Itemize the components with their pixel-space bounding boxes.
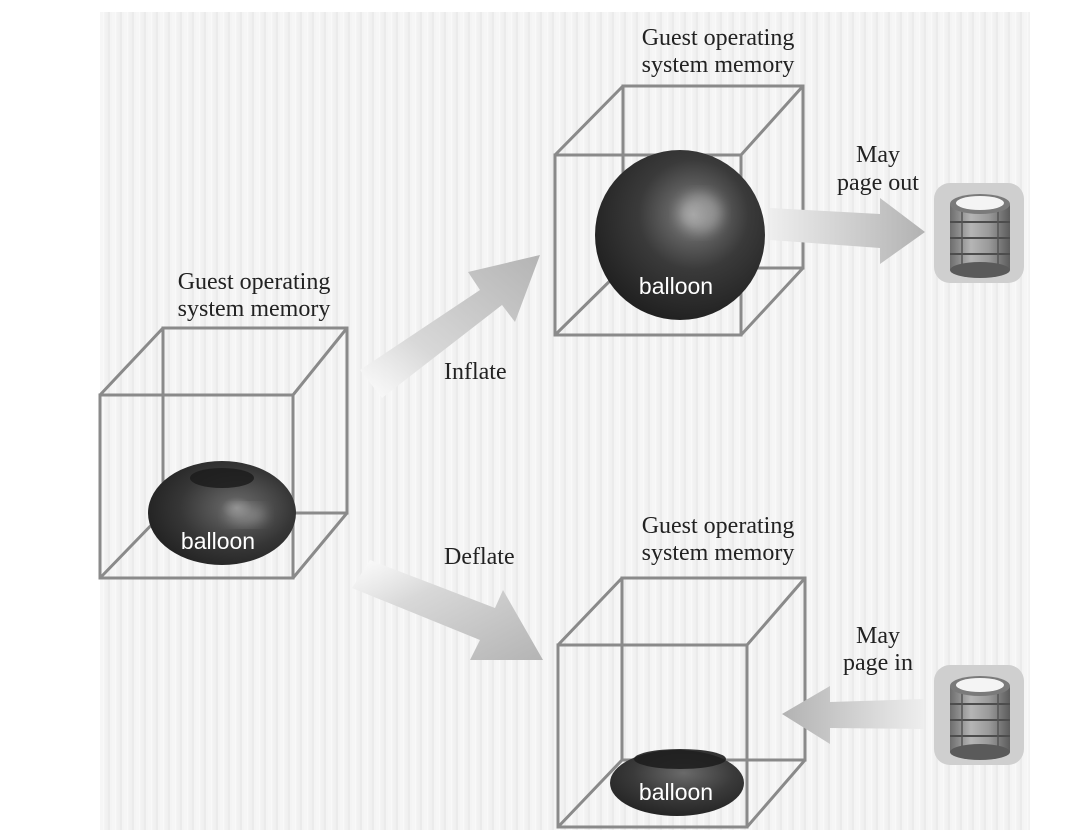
page-out-line2: page out <box>837 170 919 196</box>
disk-storage-icon <box>934 665 1024 765</box>
left-balloon-label: balloon <box>181 528 255 554</box>
deflated-cube-title-line1: Guest operating <box>642 513 795 539</box>
inflated-cube-title-line2: system memory <box>642 52 795 78</box>
left-memory-cube <box>98 326 349 580</box>
deflated-cube-title-line2: system memory <box>642 540 795 566</box>
deflate-label: Deflate <box>444 544 515 570</box>
disk-storage-icon <box>934 183 1024 283</box>
flat-balloon <box>610 749 744 816</box>
left-cube-title-line1: Guest operating <box>178 269 331 295</box>
page-in-line1: May <box>856 623 900 649</box>
inflate-label: Inflate <box>444 359 507 385</box>
inflate-arrow <box>360 255 540 398</box>
deflated-memory-cube <box>556 576 807 829</box>
torus-balloon <box>148 461 296 565</box>
background-texture <box>100 12 1030 830</box>
page-in-arrow <box>782 686 924 744</box>
page-out-line1: May <box>856 142 900 168</box>
deflated-balloon-label: balloon <box>639 779 713 805</box>
inflated-cube-title-line1: Guest operating <box>642 25 795 51</box>
left-cube-title-line2: system memory <box>178 296 331 322</box>
page-out-arrow <box>770 198 925 264</box>
deflate-arrow <box>352 560 543 660</box>
page-in-line2: page in <box>843 650 913 676</box>
sphere-balloon <box>595 150 765 320</box>
inflated-balloon-label: balloon <box>639 273 713 299</box>
